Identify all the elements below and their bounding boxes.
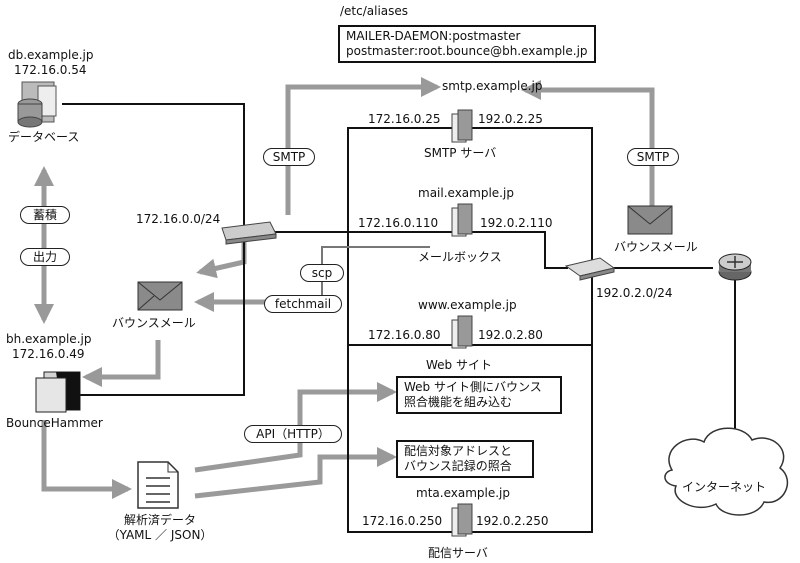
router-icon [718, 253, 752, 281]
fetchmail-pill: fetchmail [264, 295, 342, 313]
web-callout-line-2: 照合機能を組み込む [404, 395, 513, 409]
mail-hostname: mail.example.jp [418, 186, 514, 200]
web-label: Web サイト [426, 358, 492, 372]
bouncehammer-icon [35, 371, 81, 413]
bh-ip: 172.16.0.49 [12, 347, 85, 361]
db-hostname: db.example.jp [8, 48, 94, 62]
api-mta-arrow [194, 447, 397, 499]
smtp-pill-left: SMTP [263, 148, 315, 166]
mail-ip-internal: 172.16.0.110 [358, 216, 439, 230]
smtp-right-arrow [521, 80, 655, 210]
external-switch-icon [564, 257, 616, 281]
web-callout-line-1: Web サイト側にバウンス [404, 380, 542, 394]
bounce-mail-right-label: バウンスメール [614, 240, 698, 254]
db-label: データベース [8, 130, 80, 144]
bounce-mail-right-icon [627, 205, 673, 235]
bh-label: BounceHammer [6, 416, 103, 430]
bh-hostname: bh.example.jp [6, 332, 92, 346]
db-ip: 172.16.0.54 [14, 63, 87, 77]
mail-ip-external: 192.0.2.110 [480, 216, 553, 230]
mta-callout-line-1: 配信対象アドレスと [404, 444, 513, 458]
mta-ip-internal: 172.16.0.250 [362, 514, 443, 528]
web-ip-external: 192.0.2.80 [478, 328, 543, 342]
mail-server-icon [451, 203, 473, 237]
mta-label: 配信サーバ [428, 546, 488, 560]
mta-callout-line-2: バウンス記録の照合 [404, 459, 512, 473]
mta-server-icon [451, 503, 473, 537]
web-server-icon [451, 315, 473, 349]
parsed-label-1: 解析済データ [123, 513, 196, 527]
web-callout: Web サイト側にバウンス 照合機能を組み込む [396, 376, 562, 414]
parsed-data-icon [137, 461, 179, 509]
internal-network-label: 172.16.0.0/24 [136, 212, 221, 226]
internet-cloud-icon [664, 427, 789, 516]
bounce-mail-left-label: バウンスメール [112, 316, 196, 330]
api-pill: API（HTTP） [244, 425, 342, 443]
mta-callout: 配信対象アドレスと バウンス記録の照合 [396, 440, 534, 478]
smtp-left-arrow [285, 77, 441, 215]
aliases-line-2: postmaster:root.bounce@bh.example.jp [346, 44, 588, 58]
bounce-to-bh-arrow [82, 340, 161, 387]
web-hostname: www.example.jp [418, 298, 517, 312]
smtp-ip-internal: 172.16.0.25 [368, 112, 441, 126]
aliases-box: MAILER-DAEMON:postmaster postmaster:root… [338, 25, 596, 63]
mta-ip-external: 192.0.2.250 [476, 514, 549, 528]
internal-segment [347, 127, 593, 533]
internal-switch-icon [221, 221, 277, 245]
smtp-pill-right: SMTP [627, 148, 679, 166]
external-network-label: 192.0.2.0/24 [596, 286, 673, 300]
scp-pill: scp [300, 264, 344, 282]
mta-hostname: mta.example.jp [416, 486, 510, 500]
parsed-label-2: （YAML ／ JSON） [107, 528, 213, 542]
smtp-ip-external: 192.0.2.25 [478, 112, 543, 126]
api-web-arrow [194, 382, 397, 473]
smtp-hostname: smtp.example.jp [442, 79, 543, 93]
smtp-label: SMTP サーバ [424, 146, 497, 160]
accumulate-pill: 蓄積 [20, 206, 70, 224]
mail-to-ext-switch [530, 231, 568, 269]
bounce-mail-left-icon [137, 281, 183, 311]
scp-line [321, 246, 430, 302]
aliases-path: /etc/aliases [340, 4, 409, 18]
db-bh-line [62, 103, 245, 396]
aliases-line-1: MAILER-DAEMON:postmaster [346, 29, 521, 43]
output-pill: 出力 [20, 248, 70, 266]
database-icon [17, 81, 57, 128]
internet-label: インターネット [682, 480, 767, 494]
bh-to-parsed-arrow [41, 420, 132, 499]
mail-label: メールボックス [418, 250, 502, 264]
smtp-server-icon [451, 109, 473, 143]
web-ip-internal: 172.16.0.80 [368, 328, 441, 342]
